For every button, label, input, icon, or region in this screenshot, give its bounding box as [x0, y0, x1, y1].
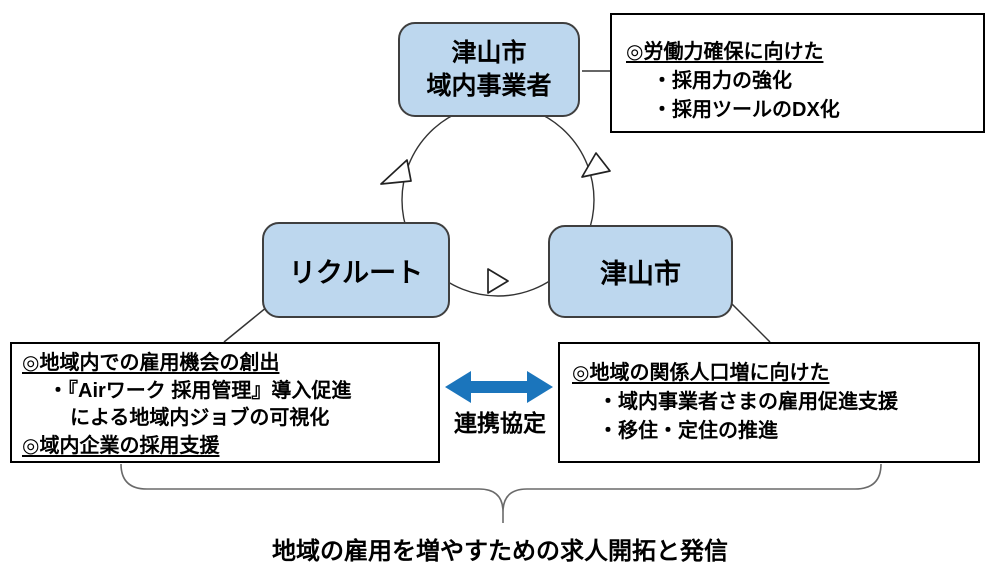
- node-tsuyama-businesses-line1: 津山市: [451, 38, 527, 67]
- panel-city-actions: ◎地域の関係人口増に向けた ・域内事業者さまの雇用促進支援 ・移住・定住の推進: [558, 342, 980, 463]
- cycle-arrowhead-left-icon: [380, 159, 412, 185]
- panel-city-item: ・移住・定住の推進: [598, 420, 778, 442]
- node-tsuyama-businesses: 津山市 域内事業者: [398, 22, 580, 117]
- panel-workforce-heading: ◎労働力確保に向けた: [626, 41, 824, 63]
- cycle-arrowhead-bottom-icon: [487, 268, 509, 294]
- panel-workforce-item: ・採用ツールのDX化: [652, 99, 840, 121]
- partnership-agreement-label: 連携協定: [454, 410, 546, 436]
- node-recruit: リクルート: [262, 222, 450, 318]
- panel-recruit-actions: ◎地域内での雇用機会の創出 ・『Airワーク 採用管理』導入促進 による地域内ジ…: [10, 342, 440, 463]
- diagram-caption: 地域の雇用を増やすための求人開拓と発信: [272, 538, 728, 565]
- node-tsuyama-businesses-line2: 域内事業者: [426, 71, 552, 100]
- panel-recruit-item-line2: による地域内ジョブの可視化: [70, 407, 330, 429]
- panel-recruit-item-line1: ・『Airワーク 採用管理』導入促進: [48, 379, 352, 402]
- node-recruit-label: リクルート: [288, 257, 424, 288]
- panel-workforce-goals: ◎労働力確保に向けた ・採用力の強化 ・採用ツールのDX化: [610, 13, 985, 133]
- panel-city-item: ・域内事業者さまの雇用促進支援: [598, 391, 898, 413]
- panel-workforce-item: ・採用力の強化: [652, 70, 792, 92]
- panel-recruit-heading2: ◎域内企業の採用支援: [22, 434, 220, 457]
- panel-recruit-heading1: ◎地域内での雇用機会の創出: [22, 352, 280, 374]
- bottom-brace: [120, 463, 882, 523]
- node-tsuyama-city: 津山市: [548, 225, 733, 318]
- panel-city-heading: ◎地域の関係人口増に向けた: [572, 362, 830, 384]
- node-tsuyama-city-label: 津山市: [600, 259, 681, 289]
- cycle-arrowhead-right-icon: [581, 152, 611, 178]
- partnership-double-arrow-icon: [445, 371, 553, 403]
